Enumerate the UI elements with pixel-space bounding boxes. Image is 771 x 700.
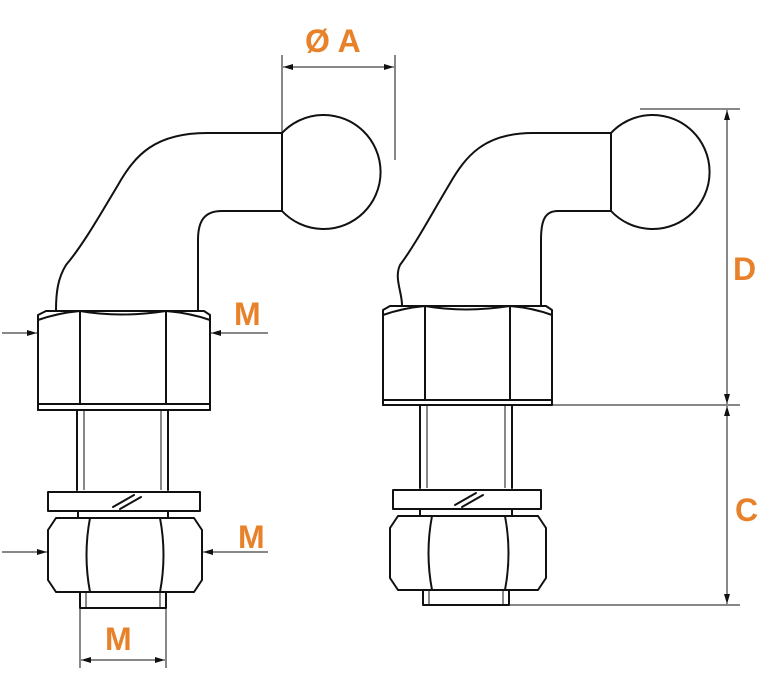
left-ball-stud bbox=[37, 114, 382, 609]
right-bent-neck bbox=[396, 132, 612, 306]
dimension-m-thread bbox=[79, 608, 167, 668]
dimension-c bbox=[510, 406, 740, 606]
dimension-diameter-a bbox=[281, 55, 396, 160]
right-shank bbox=[419, 404, 513, 489]
right-hex-body bbox=[382, 305, 553, 406]
left-washer bbox=[47, 491, 201, 512]
left-hex-body bbox=[37, 310, 211, 411]
label-diameter-a: Ø A bbox=[305, 23, 361, 59]
right-ball bbox=[610, 114, 711, 230]
label-m-lower-nut: M bbox=[238, 519, 265, 555]
right-hex-nut bbox=[389, 508, 547, 591]
left-ball bbox=[281, 114, 382, 230]
label-m-upper-hex: M bbox=[234, 296, 261, 332]
label-m-thread: M bbox=[105, 621, 132, 657]
right-ball-stud bbox=[382, 114, 711, 606]
left-bent-neck bbox=[55, 132, 283, 311]
label-c: C bbox=[735, 492, 758, 528]
left-hex-nut bbox=[47, 510, 203, 593]
label-d: D bbox=[733, 251, 756, 287]
right-washer bbox=[392, 489, 542, 510]
right-thread bbox=[422, 589, 510, 606]
left-shank bbox=[76, 409, 169, 491]
dimension-d bbox=[553, 108, 740, 406]
left-thread bbox=[79, 591, 167, 609]
